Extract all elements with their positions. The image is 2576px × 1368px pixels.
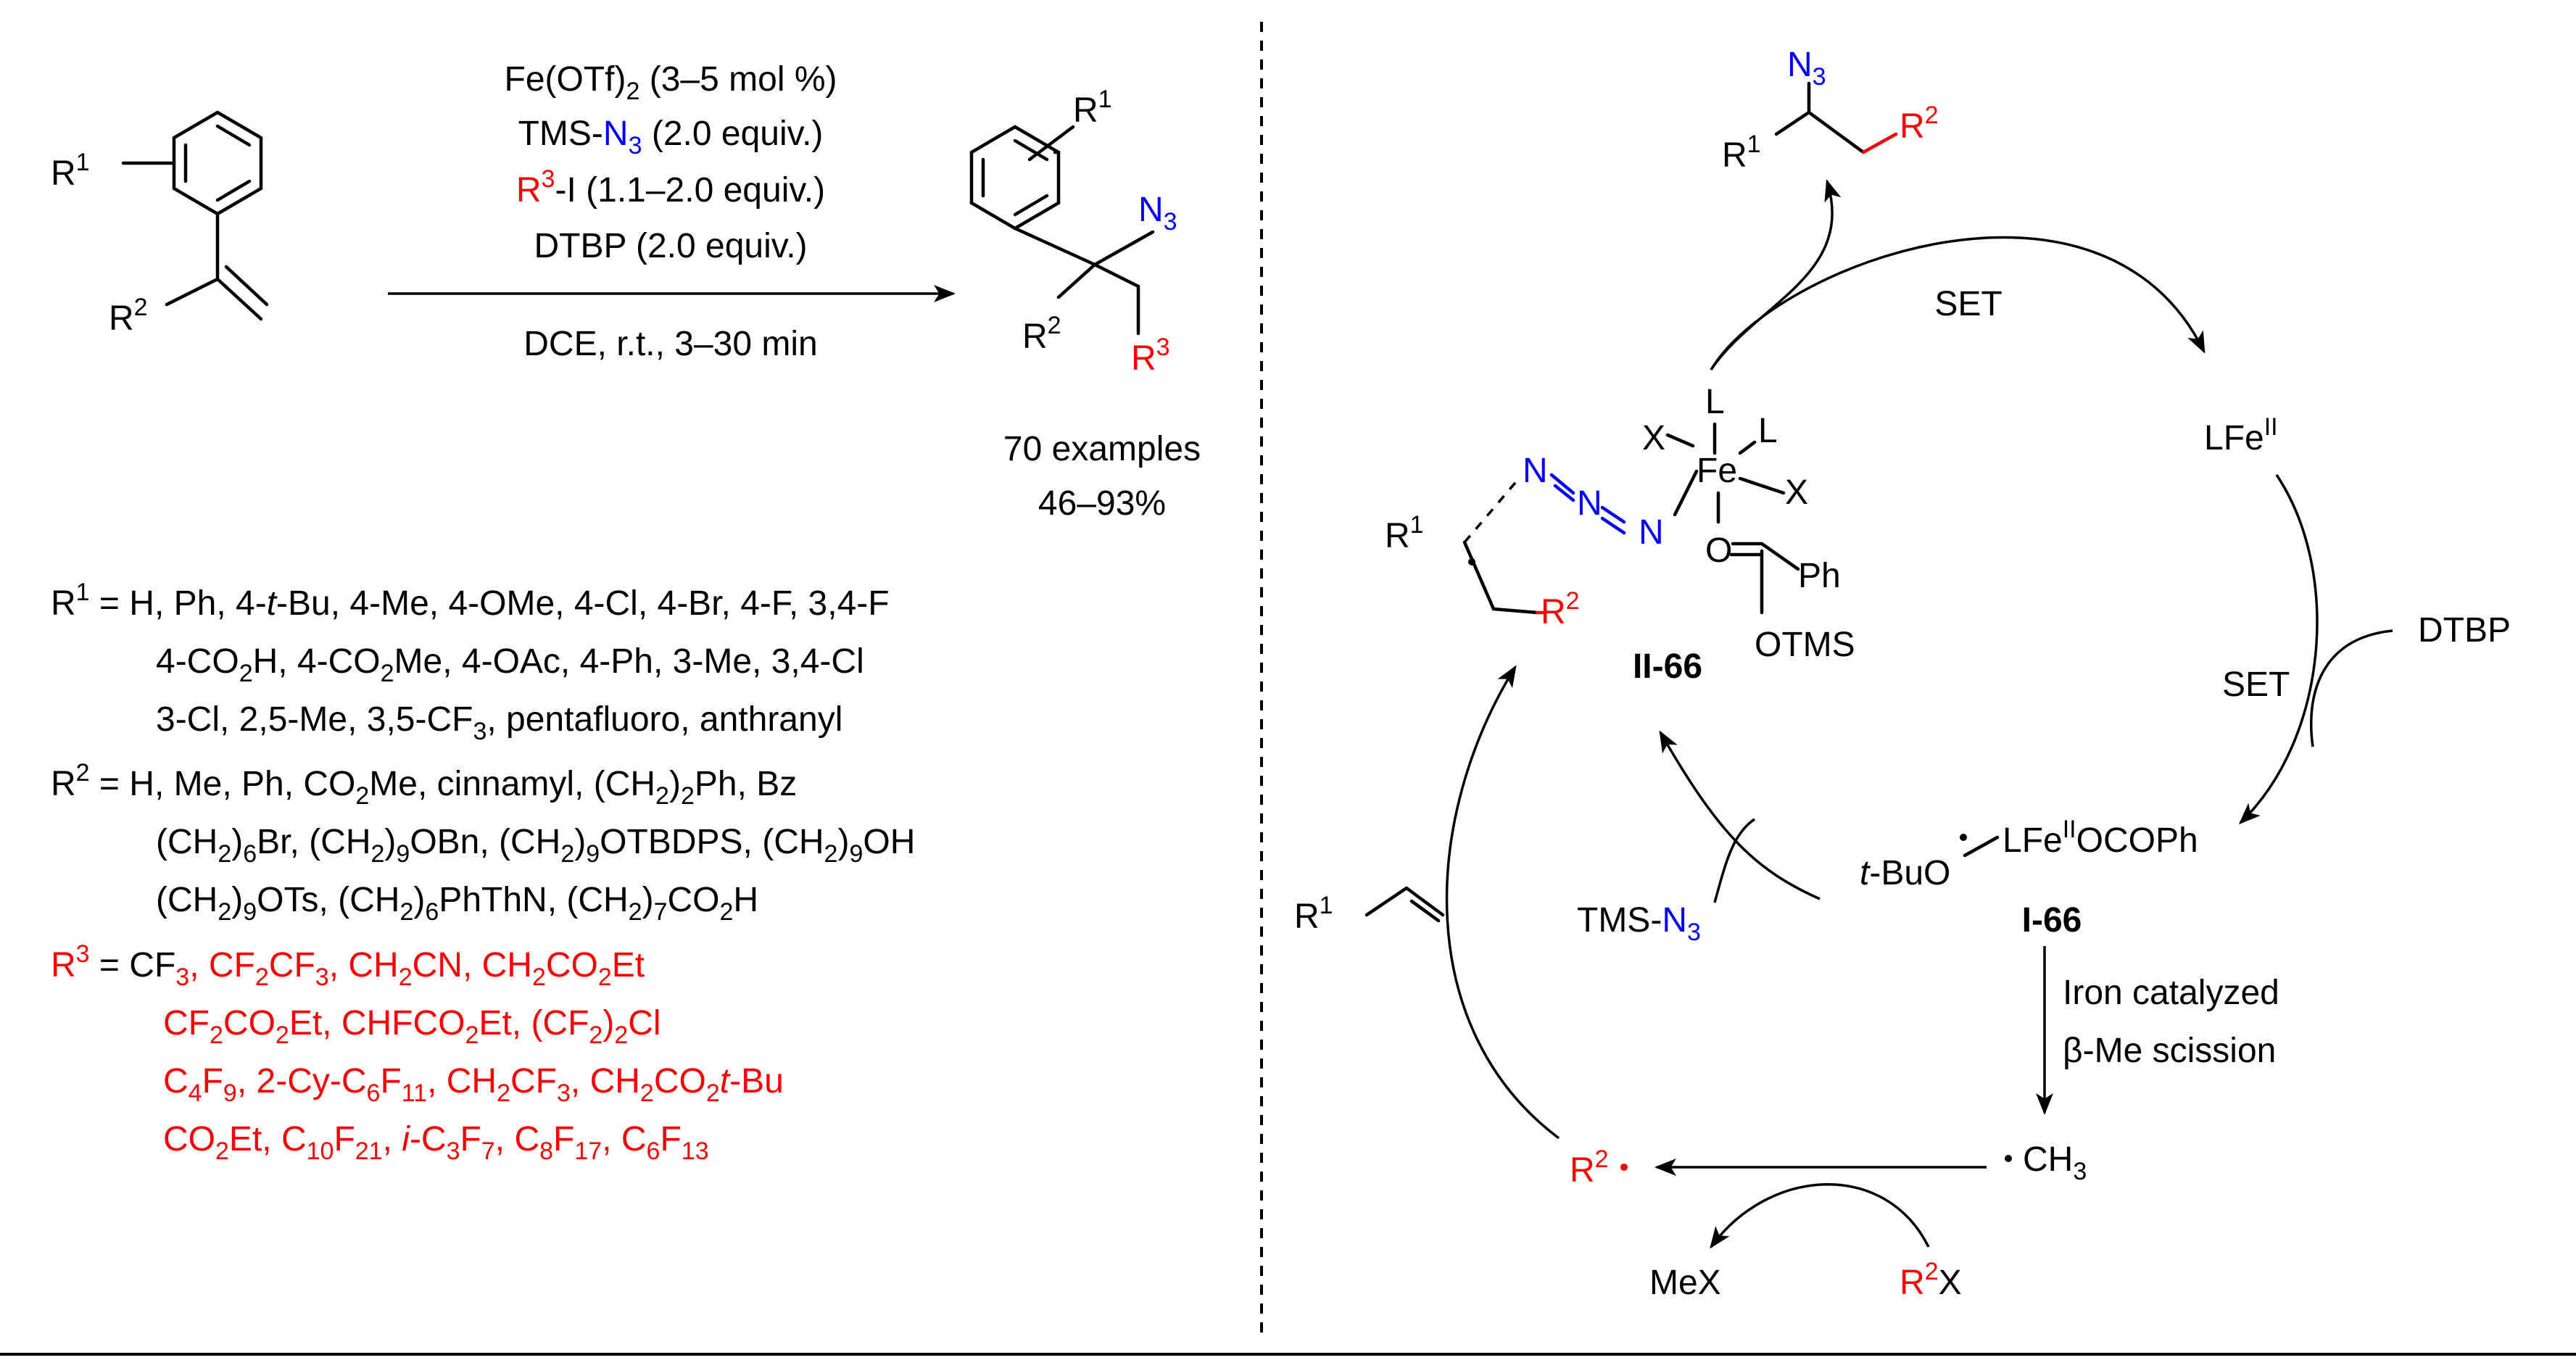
- tmsn3-join: [1713, 818, 1755, 903]
- r2-radical-dot: [1620, 1164, 1628, 1171]
- r2x-to-mex-arrow: [1710, 1183, 1930, 1249]
- svg-text:N: N: [1577, 484, 1602, 523]
- cycle-arrow-right: [2238, 474, 2319, 825]
- svg-text:X: X: [1785, 473, 1808, 512]
- svg-text:L: L: [1758, 412, 1778, 450]
- beta-me-label: β-Me scission: [2063, 1032, 2276, 1070]
- product-r3: R3: [1131, 333, 1170, 378]
- svg-text:C4F9, 2-Cy-C6F11, CH2CF3, CH2C: C4F9, 2-Cy-C6F11, CH2CF3, CH2CO2t-Bu: [163, 1062, 784, 1107]
- svg-text:L: L: [1705, 383, 1725, 421]
- svg-text:R3 = CF3, CF2CF3, CH2CN, CH2CO: R3 = CF3, CF2CF3, CH2CN, CH2CO2Et: [51, 940, 645, 991]
- svg-text:Fe: Fe: [1697, 452, 1737, 490]
- methyl-radical-dot: [2005, 1155, 2012, 1162]
- reaction-conditions: Fe(OTf)2 (3–5 mol %) TMS-N3 (2.0 equiv.)…: [505, 60, 837, 363]
- svg-text:N3: N3: [1787, 46, 1826, 91]
- svg-text:R2: R2: [1900, 101, 1939, 146]
- alkene-substrate: R1: [1294, 886, 1445, 936]
- tmsn3-arrow: [1659, 730, 1821, 900]
- svg-text:3-Cl, 2,5-Me, 3,5-CF3, pentafl: 3-Cl, 2,5-Me, 3,5-CF3, pentafluoro, anth…: [156, 700, 842, 745]
- mex-label: MeX: [1649, 1264, 1721, 1302]
- dtbp-label: DTBP: [2418, 611, 2511, 650]
- product-structure: R1 N3 R2 R3: [969, 86, 1177, 378]
- dtbp-arrow: [2310, 629, 2393, 747]
- label-ii66: II-66: [1633, 647, 1702, 686]
- svg-text:R1 = H, Ph, 4-t-Bu, 4-Me, 4-OM: R1 = H, Ph, 4-t-Bu, 4-Me, 4-OMe, 4-Cl, 4…: [51, 579, 890, 623]
- examples-count: 70 examples: [1003, 430, 1201, 468]
- tmsn3-label: TMS-N3: [1577, 901, 1701, 946]
- r2x-label: R2X: [1900, 1258, 1962, 1302]
- svg-text:OTMS: OTMS: [1755, 626, 1855, 664]
- substrate-scope: R1 = H, Ph, 4-t-Bu, 4-Me, 4-OMe, 4-Cl, 4…: [51, 579, 915, 1165]
- svg-text:(CH2)9OTs, (CH2)6PhThN, (CH2)7: (CH2)9OTs, (CH2)6PhThN, (CH2)7CO2H: [156, 881, 758, 926]
- svg-text:R3-I (1.1–2.0 equiv.): R3-I (1.1–2.0 equiv.): [516, 165, 825, 210]
- release-arrow: [1710, 179, 1842, 370]
- svg-text:DTBP (2.0 equiv.): DTBP (2.0 equiv.): [534, 227, 807, 265]
- cycle-arrow-left: [1445, 665, 1560, 1140]
- svg-text:DCE, r.t., 3–30 min: DCE, r.t., 3–30 min: [523, 325, 818, 363]
- intermediate-ii66: Fe L X L X O Ph OTMS N N N R1 R2: [1385, 383, 1855, 664]
- svg-text:R2: R2: [1541, 587, 1580, 631]
- tbuo-radical-dot: [1960, 834, 1967, 841]
- yield-range: 46–93%: [1038, 484, 1166, 523]
- r2-radical: R2: [1570, 1145, 1609, 1190]
- lfe-ii: LFeII: [2204, 413, 2278, 457]
- label-i66: I-66: [2022, 901, 2082, 940]
- product-n3: N3: [1138, 191, 1177, 236]
- svg-text:LFeIIOCOPh: LFeIIOCOPh: [2003, 816, 2198, 860]
- svg-text:X: X: [1642, 419, 1665, 457]
- svg-text:CO2Et, C10F21, i-C3F7, C8F17,: CO2Et, C10F21, i-C3F7, C8F17, C6F13: [163, 1120, 709, 1165]
- set-label-top: SET: [1934, 285, 2002, 323]
- svg-text:4-CO2H, 4-CO2Me, 4-OAc, 4-Ph,: 4-CO2H, 4-CO2Me, 4-OAc, 4-Ph, 3-Me, 3,4-…: [156, 642, 864, 687]
- svg-text:TMS-N3 (2.0 equiv.): TMS-N3 (2.0 equiv.): [518, 115, 824, 159]
- reactant-r2: R2: [109, 294, 148, 338]
- svg-text:(CH2)6Br, (CH2)9OBn, (CH2)9OTB: (CH2)6Br, (CH2)9OBn, (CH2)9OTBDPS, (CH2)…: [156, 823, 915, 868]
- product-r1: R1: [1073, 86, 1112, 130]
- svg-text:CF2CO2Et, CHFCO2Et, (CF2)2Cl: CF2CO2Et, CHFCO2Et, (CF2)2Cl: [163, 1004, 661, 1049]
- svg-text:R1: R1: [1722, 130, 1761, 175]
- svg-text:O: O: [1705, 531, 1732, 570]
- mechanism-product: N3 R1 R2: [1722, 46, 1939, 175]
- reactant-structure: R1 R2: [51, 110, 269, 338]
- svg-text:R2 = H, Me, Ph, CO2Me, cinnamy: R2 = H, Me, Ph, CO2Me, cinnamyl, (CH2)2P…: [51, 759, 797, 810]
- svg-text:Fe(OTf)2 (3–5 mol %): Fe(OTf)2 (3–5 mol %): [505, 60, 837, 105]
- tbuo-complex: t-BuO: [1860, 854, 1950, 892]
- product-r2: R2: [1022, 312, 1061, 356]
- reactant-r1: R1: [51, 149, 90, 193]
- iron-catalyzed-label: Iron catalyzed: [2063, 974, 2279, 1012]
- svg-text:R1: R1: [1294, 892, 1333, 936]
- svg-text:N: N: [1523, 452, 1548, 490]
- ch3-label: CH3: [2023, 1140, 2087, 1185]
- set-label-right: SET: [2222, 666, 2290, 704]
- svg-text:N: N: [1639, 513, 1664, 552]
- svg-text:R1: R1: [1385, 511, 1424, 555]
- svg-text:Ph: Ph: [1798, 557, 1841, 595]
